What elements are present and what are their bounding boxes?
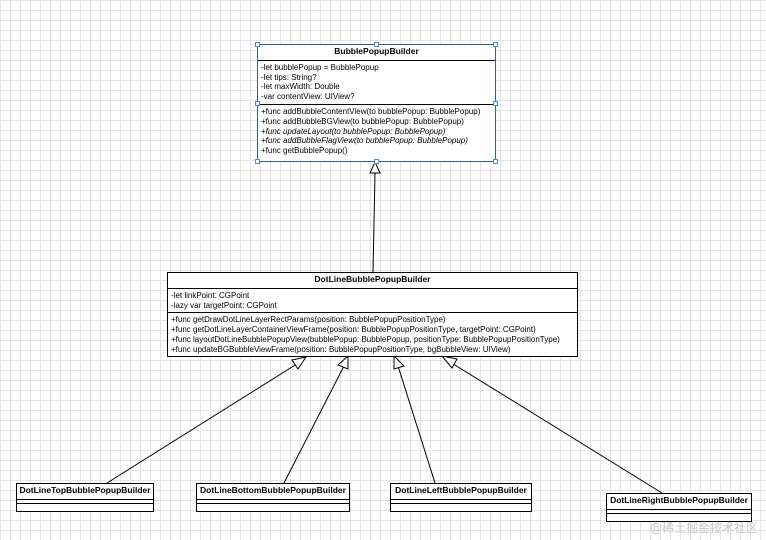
attributes-section: -let bubblePopup = BubblePopup -let tips…	[258, 61, 495, 105]
method: +func addBubbleContentView(to bubblePopu…	[261, 106, 481, 116]
attribute: -lazy var targetPoint: CGPoint	[171, 300, 277, 310]
methods-section	[197, 504, 349, 507]
resize-handle-n[interactable]	[374, 42, 379, 47]
class-dotline-left-builder[interactable]: DotLineLeftBubblePopupBuilder	[390, 483, 532, 512]
method: +func getDrawDotLineLayerRectParams(posi…	[171, 315, 446, 325]
attribute: -var contentView: UIView?	[261, 92, 355, 102]
class-name: DotLineRightBubblePopupBuilder	[607, 494, 751, 510]
attribute: -let linkPoint: CGPoint	[171, 290, 250, 300]
class-name: DotLineBottomBubblePopupBuilder	[197, 484, 349, 500]
edge-left-to-middle	[397, 365, 436, 484]
methods-section	[391, 504, 531, 507]
attributes-section	[197, 500, 349, 504]
watermark: @稀土掘金技术社区	[649, 521, 758, 535]
methods-section: +func addBubbleContentView(to bubblePopu…	[258, 105, 495, 158]
edge-top-to-middle	[106, 361, 301, 484]
edge-right-to-middle	[449, 361, 663, 494]
class-bubble-popup-builder[interactable]: BubblePopupBuilder -let bubblePopup = Bu…	[257, 44, 496, 162]
method: +func addBubbleBGView(to bubblePopup: Bu…	[261, 116, 464, 126]
resize-handle-w[interactable]	[255, 101, 260, 106]
attribute: -let maxWidth: Double	[261, 82, 340, 92]
inheritance-arrowhead	[337, 354, 349, 370]
method: +func getBubblePopup()	[261, 146, 348, 156]
attribute: -let tips: String?	[261, 72, 317, 82]
class-name: DotLineLeftBubblePopupBuilder	[391, 484, 531, 500]
resize-handle-se[interactable]	[493, 159, 498, 164]
methods-section	[607, 514, 751, 517]
attributes-section: -let linkPoint: CGPoint -lazy var target…	[168, 289, 577, 314]
method: +func layoutDotLineBubblePopupView(bubbl…	[171, 334, 560, 344]
class-dotline-top-builder[interactable]: DotLineTopBubblePopupBuilder	[16, 483, 154, 512]
attributes-section	[17, 500, 153, 504]
method: +func updateBGBubbleViewFrame(position: …	[171, 344, 511, 354]
attributes-section	[607, 510, 751, 514]
inheritance-arrowhead	[393, 354, 405, 370]
resize-handle-sw[interactable]	[255, 159, 260, 164]
resize-handle-nw[interactable]	[255, 42, 260, 47]
inheritance-arrowhead	[440, 355, 458, 369]
edge-middle-to-base	[372, 172, 376, 273]
method: +func getDotLineLayerContainerViewFrame(…	[171, 325, 536, 335]
class-name: DotLineTopBubblePopupBuilder	[17, 484, 153, 500]
method-abstract: +func addBubbleFlagView(to bubblePopup: …	[261, 136, 468, 146]
attribute: -let bubblePopup = BubblePopup	[261, 62, 379, 72]
resize-handle-ne[interactable]	[493, 42, 498, 47]
resize-handle-e[interactable]	[493, 101, 498, 106]
class-name: BubblePopupBuilder	[258, 45, 495, 61]
class-dotline-right-builder[interactable]: DotLineRightBubblePopupBuilder	[606, 493, 752, 522]
method-abstract: +func updateLayout(to bubblePopup: Bubbl…	[261, 126, 446, 136]
inheritance-arrowhead	[369, 160, 381, 174]
edge-bottom-to-middle	[283, 365, 345, 484]
methods-section	[17, 504, 153, 507]
class-dotline-bubble-popup-builder[interactable]: DotLineBubblePopupBuilder -let linkPoint…	[167, 272, 578, 357]
resize-handle-s[interactable]	[374, 159, 379, 164]
class-dotline-bottom-builder[interactable]: DotLineBottomBubblePopupBuilder	[196, 483, 350, 512]
inheritance-arrowhead	[291, 356, 308, 370]
class-name: DotLineBubblePopupBuilder	[168, 273, 577, 289]
attributes-section	[391, 500, 531, 504]
methods-section: +func getDrawDotLineLayerRectParams(posi…	[168, 313, 577, 356]
